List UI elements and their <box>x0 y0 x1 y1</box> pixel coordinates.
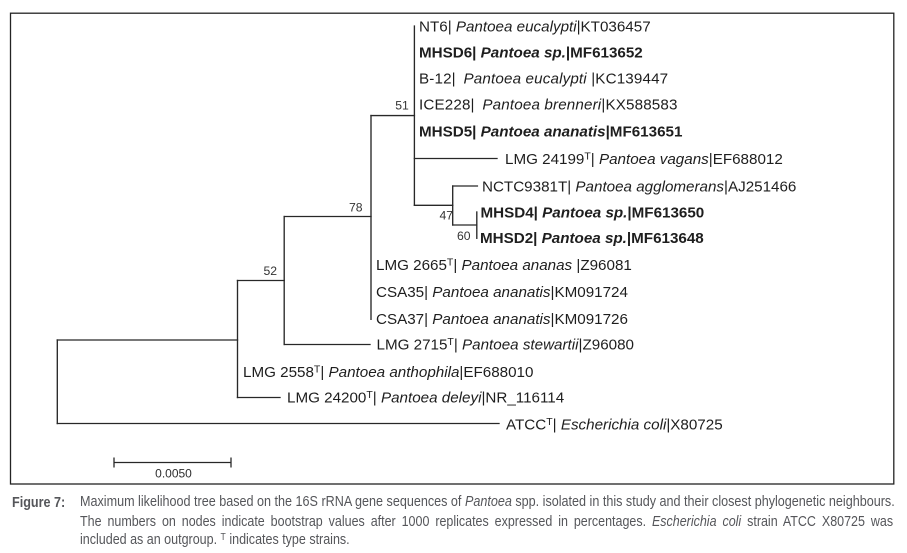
svg-text:CSA37| Pantoea ananatis|KM0917: CSA37| Pantoea ananatis|KM091726 <box>376 311 628 328</box>
svg-text:MHSD2| Pantoea sp.|MF613648: MHSD2| Pantoea sp.|MF613648 <box>480 230 704 247</box>
svg-text:LMG 2665T| Pantoea ananas |Z96: LMG 2665T| Pantoea ananas |Z96081 <box>376 257 632 275</box>
svg-text:CSA35| Pantoea ananatis|KM0917: CSA35| Pantoea ananatis|KM091724 <box>376 284 628 301</box>
svg-text:0.0050: 0.0050 <box>155 467 192 481</box>
svg-text:51: 51 <box>395 98 409 112</box>
svg-text:78: 78 <box>349 201 363 215</box>
svg-text:NT6| Pantoea eucalypti|KT03645: NT6| Pantoea eucalypti|KT036457 <box>419 18 651 35</box>
svg-text:ICE228| Pantoea brenneri|KX588: ICE228| Pantoea brenneri|KX588583 <box>419 96 678 113</box>
svg-text:LMG 24199T| Pantoea vagans|EF6: LMG 24199T| Pantoea vagans|EF688012 <box>505 151 783 169</box>
svg-text:B-12| Pantoea eucalypti |KC139: B-12| Pantoea eucalypti |KC139447 <box>419 70 668 87</box>
svg-text:47: 47 <box>439 209 453 223</box>
svg-text:NCTC9381T| Pantoea agglomerans: NCTC9381T| Pantoea agglomerans|AJ251466 <box>482 179 796 196</box>
svg-text:60: 60 <box>457 229 471 243</box>
svg-text:LMG 2715T| Pantoea stewartii|Z: LMG 2715T| Pantoea stewartii|Z96080 <box>377 336 635 354</box>
svg-text:MHSD5| Pantoea ananatis|MF6136: MHSD5| Pantoea ananatis|MF613651 <box>419 123 683 140</box>
svg-text:MHSD4| Pantoea sp.|MF613650: MHSD4| Pantoea sp.|MF613650 <box>481 205 705 222</box>
svg-text:MHSD6| Pantoea sp.|MF613652: MHSD6| Pantoea sp.|MF613652 <box>419 44 643 61</box>
svg-text:LMG 2558T| Pantoea anthophila|: LMG 2558T| Pantoea anthophila|EF688010 <box>243 364 533 382</box>
svg-text:LMG 24200T| Pantoea deleyi|NR_: LMG 24200T| Pantoea deleyi|NR_116114 <box>287 389 564 407</box>
svg-text:52: 52 <box>263 264 277 278</box>
svg-text:ATCCT| Escherichia coli|X80725: ATCCT| Escherichia coli|X80725 <box>506 416 723 434</box>
